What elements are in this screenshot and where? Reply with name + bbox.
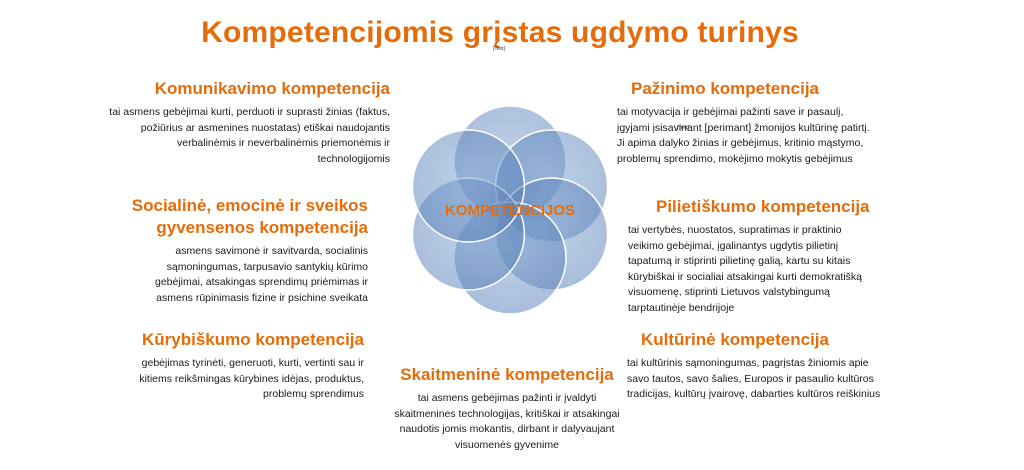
- kurybiskumo-text: gebėjimas tyrinėti, generuoti, kurti, ve…: [139, 357, 364, 400]
- socialine-text: asmens savimonė ir savitvarda, socialini…: [154, 245, 368, 304]
- kulturine-heading: Kultūrinė kompetencija: [641, 330, 829, 349]
- komunikavimo-block: Komunikavimo kompetencija tai asmens geb…: [108, 78, 390, 167]
- page-title: Kompetencijomis grįstas ugdymo turinys: [201, 16, 799, 49]
- kurybiskumo-heading: Kūrybiškumo kompetencija: [141, 330, 364, 349]
- pazinimo-block: Pažinimo kompetencija tai motyvacija ir …: [617, 78, 879, 167]
- kulturine-text: tai kultūrinis sąmoningumas, pagrįstas ž…: [627, 357, 881, 400]
- pazinimo-heading: Pažinimo kompetencija: [631, 79, 819, 98]
- competency-circles-diagram: KOMPETENCIJOS: [411, 105, 609, 315]
- skaitmenine-text: tai asmens gebėjimas pažinti ir įvaldyti…: [394, 392, 620, 451]
- pilietiskumo-text: tai vertybės, nuostatos, supratimas ir p…: [628, 224, 863, 314]
- text-placeholder-2: [Text]: [677, 125, 689, 131]
- pilietiskumo-heading: Pilietiškumo kompetencija: [656, 197, 870, 216]
- kulturine-block: Kultūrinė kompetencija tai kultūrinis są…: [627, 329, 883, 403]
- pazinimo-text: tai motyvacija ir gebėjimai pažinti save…: [617, 106, 870, 165]
- socialine-block: Socialinė, emocinė ir sveikos gyvensenos…: [128, 195, 368, 306]
- text-placeholder: [Text]: [493, 46, 505, 52]
- komunikavimo-text: tai asmens gebėjimai kurti, perduoti ir …: [109, 106, 390, 165]
- pilietiskumo-block: Pilietiškumo kompetencija tai vertybės, …: [628, 196, 878, 316]
- kurybiskumo-block: Kūrybiškumo kompetencija gebėjimas tyrin…: [108, 329, 364, 403]
- skaitmenine-heading: Skaitmeninė kompetencija: [400, 365, 614, 384]
- socialine-heading: Socialinė, emocinė ir sveikos gyvensenos…: [131, 196, 368, 237]
- skaitmenine-block: Skaitmeninė kompetencija tai asmens gebė…: [394, 364, 620, 453]
- competency-circle: [411, 129, 526, 243]
- komunikavimo-heading: Komunikavimo kompetencija: [154, 79, 390, 98]
- center-label: KOMPETENCIJOS: [445, 202, 575, 219]
